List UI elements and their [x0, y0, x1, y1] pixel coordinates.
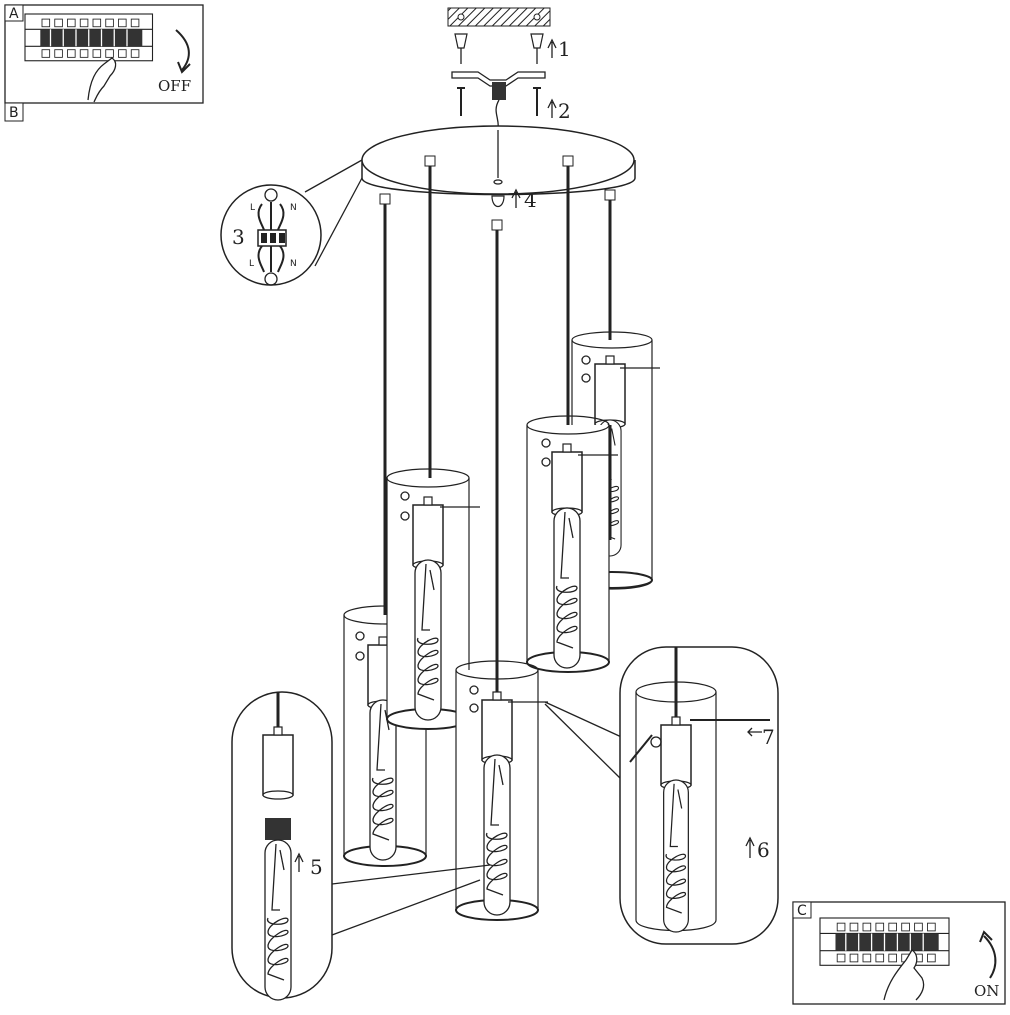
shade-mounting-detail: 7 6 — [544, 646, 779, 945]
panel-c-switch-on: C ON — [792, 901, 1006, 1005]
step-3-label: 3 — [232, 225, 245, 249]
cable-grip — [492, 82, 506, 100]
panel-a-switch-off: A OFF — [4, 4, 204, 104]
hand-icon-c — [883, 949, 925, 1001]
step-6-label: 6 — [757, 838, 770, 862]
wire-live-bottom: L — [249, 259, 254, 269]
step-7-label: 7 — [762, 725, 775, 749]
ceiling-canopy: 4 — [361, 125, 636, 231]
wire-neutral-bottom: N — [290, 259, 297, 269]
step-2-label: 2 — [558, 99, 571, 123]
step-5-label: 5 — [310, 855, 323, 879]
pendant-shade-front-left — [386, 468, 480, 730]
panel-a-tag: A — [9, 6, 19, 22]
on-label: ON — [974, 982, 999, 1000]
bulb-detail: 5 — [231, 691, 491, 1001]
wire-live-top: L — [250, 203, 255, 213]
panel-b-tag-box: B — [4, 102, 24, 122]
panel-b-tag: B — [9, 105, 19, 121]
pendant-shade-front-center — [455, 660, 548, 921]
panel-c-tag: C — [797, 903, 807, 919]
step-1-label: 1 — [558, 37, 571, 61]
wire-neutral-top: N — [290, 203, 297, 213]
mounting-bracket — [451, 71, 546, 87]
wiring-detail: 3 L N L N — [220, 159, 363, 286]
breaker-panel-icon — [24, 13, 154, 62]
rotate-arrow-icon — [175, 29, 190, 71]
pendant-shade-middle-right — [526, 415, 618, 673]
pendant-rods — [383, 166, 612, 690]
step-4-label: 4 — [524, 188, 537, 212]
ceiling-mount: 1 2 — [447, 7, 571, 131]
screw-icon — [457, 87, 541, 116]
hatched-ceiling — [447, 7, 551, 27]
hand-icon — [87, 57, 117, 103]
off-label: OFF — [158, 77, 191, 95]
ground-icon — [264, 188, 278, 202]
wall-plug-icon — [454, 33, 544, 64]
rotate-arrow-icon-c — [983, 935, 997, 979]
